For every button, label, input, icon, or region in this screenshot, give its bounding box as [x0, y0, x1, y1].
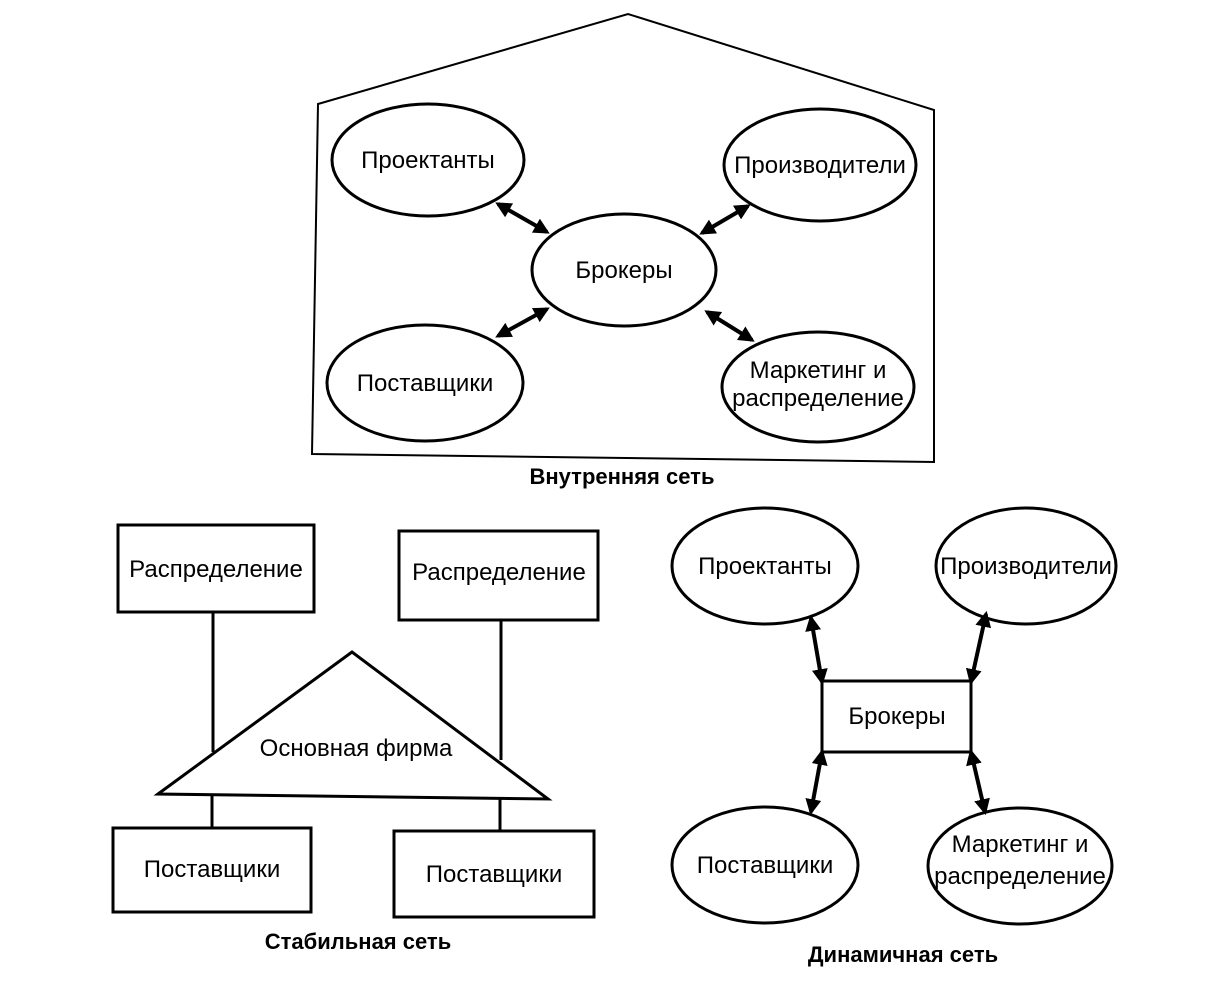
internal-brokers-label: Брокеры [575, 257, 672, 284]
internal-suppliers-label: Поставщики [357, 370, 493, 397]
stable-suppliers-right-box [392, 829, 596, 919]
internal-arrow-marketing-brokers [704, 310, 755, 342]
dynamic-suppliers-label: Поставщики [697, 852, 833, 879]
stable-distribution-left-label: Распределение [129, 556, 303, 583]
stable-distribution-right-label: Распределение [412, 559, 586, 586]
internal-arrow-designers-brokers [495, 202, 550, 234]
internal-arrow-suppliers-brokers [495, 307, 550, 338]
dynamic-network: Проектанты Производители Брокеры Поставщ… [670, 506, 1118, 967]
dynamic-arrow-marketing-brokers [966, 748, 990, 816]
internal-marketing-label-line2: распределение [732, 385, 904, 412]
dynamic-marketing-label-line1: Маркетинг и [952, 831, 1089, 858]
dynamic-arrow-producers-brokers [965, 610, 992, 686]
internal-arrow-producers-brokers [699, 204, 751, 235]
dynamic-arrow-designers-brokers [805, 614, 828, 686]
dynamic-producers-label: Производители [940, 553, 1112, 580]
internal-network: Проектанты Производители Брокеры Поставщ… [310, 12, 935, 489]
stable-suppliers-left-label: Поставщики [144, 856, 280, 883]
stable-network: Распределение Распределение Основная фир… [111, 523, 600, 954]
internal-designers-label: Проектанты [361, 147, 495, 174]
stable-distribution-right-box [397, 529, 600, 622]
dynamic-designers-label: Проектанты [698, 553, 832, 580]
dynamic-marketing-label-line2: распределение [934, 863, 1106, 890]
dynamic-network-caption: Динамичная сеть [808, 942, 998, 967]
stable-distribution-left-box [116, 523, 316, 614]
stable-core-firm-triangle [153, 650, 553, 801]
internal-suppliers-node [325, 323, 525, 443]
internal-producers-node [722, 107, 918, 223]
internal-brokers-node [530, 212, 718, 328]
dynamic-suppliers-node [670, 805, 860, 925]
dynamic-marketing-node [926, 806, 1114, 926]
internal-marketing-node [720, 330, 916, 444]
stable-suppliers-right-label: Поставщики [426, 861, 562, 888]
internal-designers-node [330, 102, 526, 218]
stable-core-firm-label: Основная фирма [260, 735, 453, 762]
stable-suppliers-left-box [111, 826, 313, 914]
internal-network-house-outline [310, 12, 935, 464]
dynamic-arrow-suppliers-brokers [805, 748, 828, 816]
internal-network-caption: Внутренняя сеть [530, 464, 715, 489]
dynamic-designers-node [670, 506, 860, 626]
internal-marketing-label-line1: Маркетинг и [750, 357, 887, 384]
dynamic-brokers-box [820, 679, 973, 754]
stable-network-caption: Стабильная сеть [265, 929, 451, 954]
dynamic-producers-node [934, 506, 1118, 626]
dynamic-brokers-label: Брокеры [848, 703, 945, 730]
internal-producers-label: Производители [734, 152, 906, 179]
